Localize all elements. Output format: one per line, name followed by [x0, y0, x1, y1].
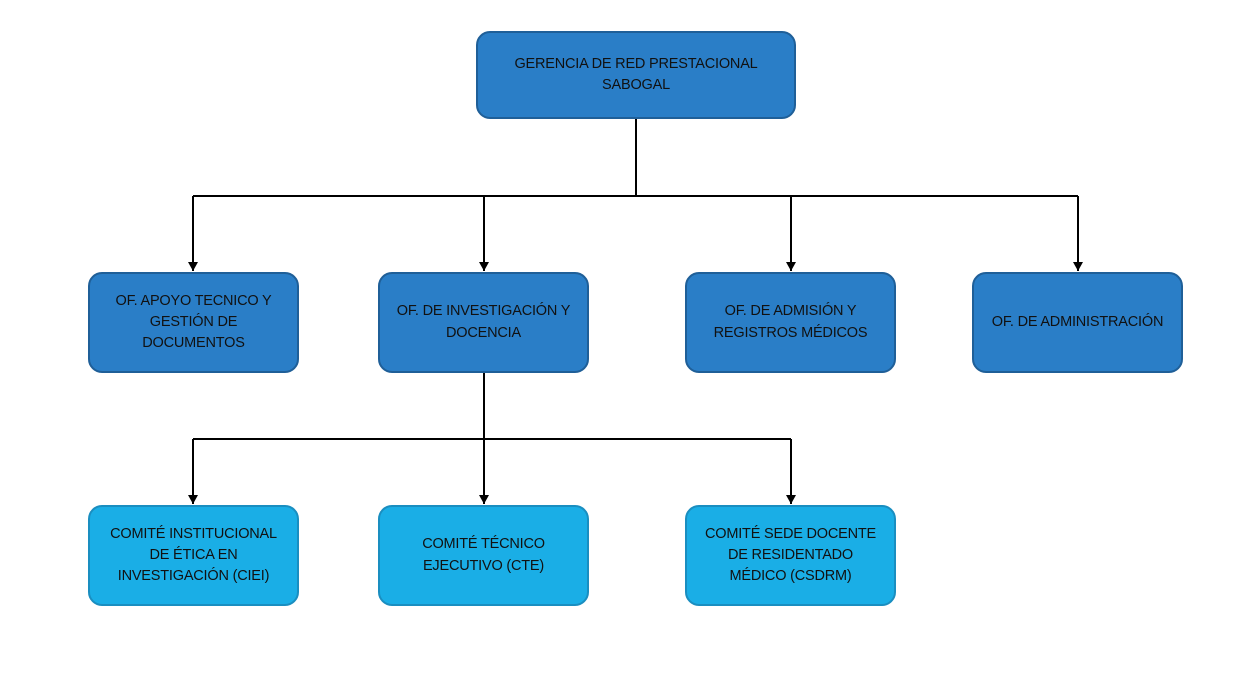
node-label: COMITÉ TÉCNICO EJECUTIVO (CTE) [422, 536, 545, 574]
node-comite-ciei: COMITÉ INSTITUCIONAL DE ÉTICA EN INVESTI… [88, 505, 299, 606]
node-label: GERENCIA DE RED PRESTACIONAL SABOGAL [514, 55, 758, 93]
node-label: OF. DE ADMINISTRACIÓN [991, 313, 1164, 330]
node-of-admision-registros: OF. DE ADMISIÓN Y REGISTROS MÉDICOS [685, 272, 896, 373]
node-label: COMITÉ SEDE DOCENTE DE RESIDENTADO MÉDIC… [704, 525, 877, 584]
node-of-apoyo-tecnico: OF. APOYO TECNICO Y GESTIÓN DE DOCUMENTO… [88, 272, 299, 373]
node-label: COMITÉ INSTITUCIONAL DE ÉTICA EN INVESTI… [110, 525, 277, 584]
node-label: OF. DE ADMISIÓN Y REGISTROS MÉDICOS [713, 303, 868, 341]
node-comite-csdrm: COMITÉ SEDE DOCENTE DE RESIDENTADO MÉDIC… [685, 505, 896, 606]
node-of-investigacion-docencia: OF. DE INVESTIGACIÓN Y DOCENCIA [378, 272, 589, 373]
node-of-administracion: OF. DE ADMINISTRACIÓN [972, 272, 1183, 373]
node-comite-cte: COMITÉ TÉCNICO EJECUTIVO (CTE) [378, 505, 589, 606]
node-gerencia-red-sabogal: GERENCIA DE RED PRESTACIONAL SABOGAL [476, 31, 796, 119]
node-label: OF. DE INVESTIGACIÓN Y DOCENCIA [396, 303, 571, 341]
node-label: OF. APOYO TECNICO Y GESTIÓN DE DOCUMENTO… [115, 292, 272, 351]
